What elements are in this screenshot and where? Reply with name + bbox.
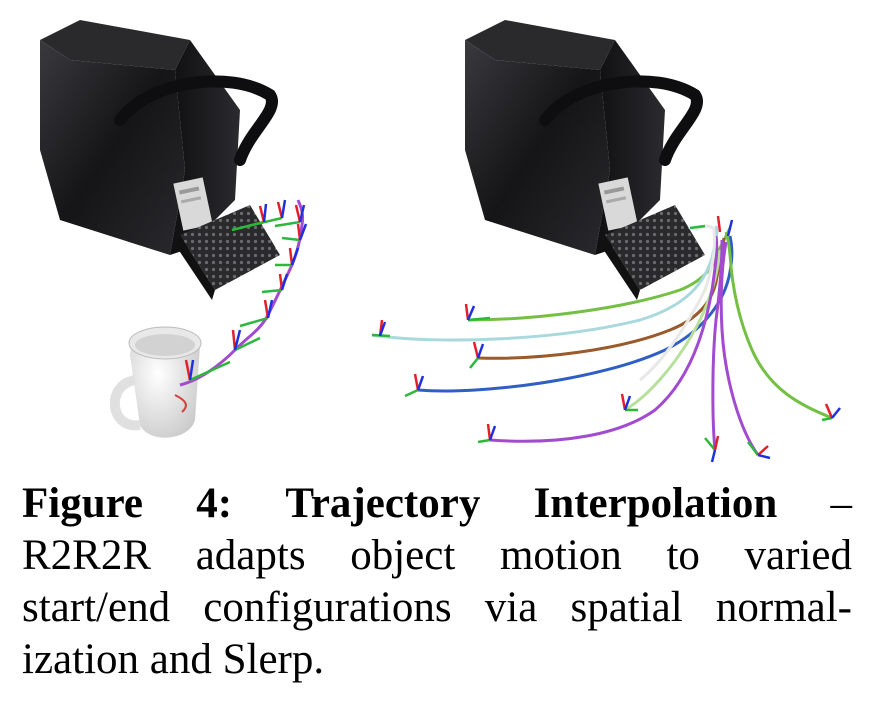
interpolated-trajectories — [371, 224, 833, 456]
caption-dash: – — [830, 480, 853, 527]
trajectory-purple-1 — [489, 235, 719, 443]
caption-line-2: R2R2R adapts object motion to varied — [22, 532, 852, 579]
caption-title: Trajectory Interpolation — [285, 480, 778, 527]
trajectory-green-2 — [724, 231, 833, 420]
trajectory-lightgreen — [624, 249, 722, 412]
figure-image — [40, 20, 841, 463]
caption-line-1: Figure 4: Trajectory Interpolation – — [22, 478, 852, 530]
coffee-machine-right — [465, 20, 705, 300]
start-frames — [371, 215, 841, 463]
mug — [109, 326, 202, 438]
demo-frames — [184, 199, 308, 382]
trajectory-purple-3 — [719, 241, 760, 456]
caption-label: Figure 4: — [22, 480, 233, 527]
left-panel — [40, 20, 308, 438]
caption-line-4: ization and Slerp. — [22, 636, 325, 683]
coffee-machine-left — [40, 20, 280, 300]
trajectory-white — [639, 224, 716, 382]
trajectory-purple-2 — [711, 239, 724, 451]
right-panel — [371, 20, 841, 463]
figure-caption: Figure 4: Trajectory Interpolation – R2R… — [22, 478, 852, 686]
caption-line-3: start/end configurations via spatial nor… — [22, 584, 852, 631]
